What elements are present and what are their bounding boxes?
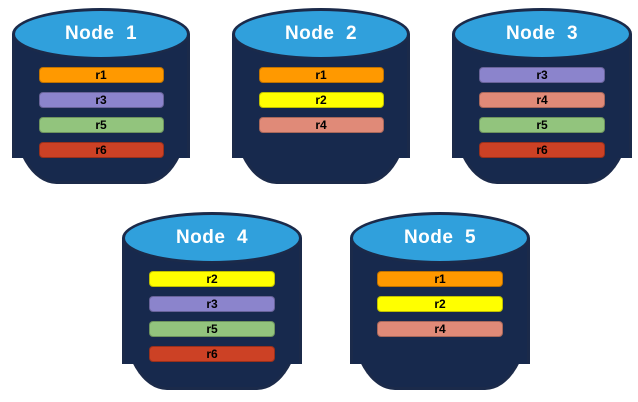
node-4-label: Node 4 [175, 227, 249, 248]
node-1-cylinder-top [12, 8, 190, 60]
replica-bar[interactable]: r3 [479, 67, 605, 83]
replica-bar[interactable]: r1 [38, 67, 164, 83]
replica-bar[interactable]: r6 [38, 142, 164, 158]
replica-bar[interactable]: r1 [258, 67, 384, 83]
replica-bar[interactable]: r6 [479, 142, 605, 158]
node-3-label: Node 3 [505, 23, 579, 44]
replica-bar[interactable]: r2 [149, 271, 275, 287]
node-1[interactable]: Node 1 r1 r3 r5 r6 [12, 8, 190, 184]
replica-bar[interactable]: r4 [479, 92, 605, 108]
node-4-cylinder-top [122, 212, 302, 264]
replica-bar[interactable]: r5 [38, 117, 164, 133]
node-4-replica-list: r2 r3 r5 r6 [122, 271, 302, 362]
node-4[interactable]: Node 4 r2 r3 r5 r6 [122, 212, 302, 390]
node-1-label: Node 1 [64, 23, 138, 44]
replica-bar[interactable]: r4 [377, 321, 503, 337]
node-3-replica-list: r3 r4 r5 r6 [452, 67, 632, 158]
node-3-cylinder-top [452, 8, 632, 60]
node-5-cylinder-top [350, 212, 530, 264]
replica-bar[interactable]: r3 [38, 92, 164, 108]
node-5-replica-list: r1 r2 r4 [350, 271, 530, 337]
node-2-cylinder-top [232, 8, 410, 60]
node-1-replica-list: r1 r3 r5 r6 [12, 67, 190, 158]
node-5-label: Node 5 [403, 227, 477, 248]
replica-bar[interactable]: r5 [479, 117, 605, 133]
replica-bar[interactable]: r3 [149, 296, 275, 312]
node-3[interactable]: Node 3 r3 r4 r5 r6 [452, 8, 632, 184]
replica-bar[interactable]: r1 [377, 271, 503, 287]
node-2-replica-list: r1 r2 r4 [232, 67, 410, 133]
replica-bar[interactable]: r5 [149, 321, 275, 337]
node-2-label: Node 2 [284, 23, 358, 44]
node-5[interactable]: Node 5 r1 r2 r4 [350, 212, 530, 390]
replica-bar[interactable]: r4 [258, 117, 384, 133]
replica-bar[interactable]: r2 [258, 92, 384, 108]
replica-bar[interactable]: r2 [377, 296, 503, 312]
replica-bar[interactable]: r6 [149, 346, 275, 362]
node-2[interactable]: Node 2 r1 r2 r4 [232, 8, 410, 184]
